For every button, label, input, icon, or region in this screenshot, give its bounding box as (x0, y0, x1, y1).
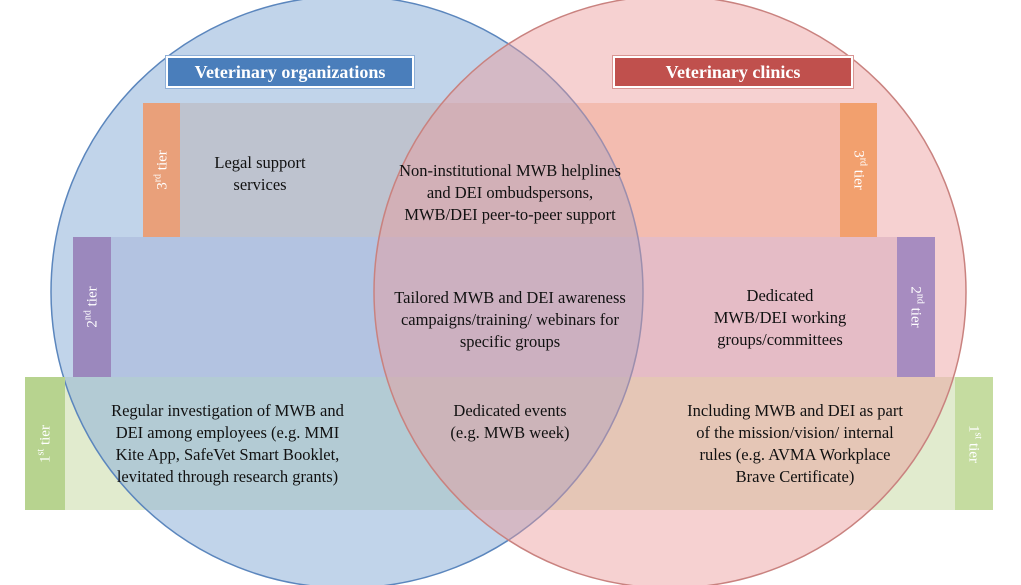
tier3-label-right: 3rd tier (850, 150, 868, 190)
tier1-tab-left (25, 377, 65, 510)
tier2-tab-right (897, 237, 935, 377)
tier1-organizations-text: Regular investigation of MWB and DEI amo… (111, 401, 344, 486)
tier1-label-right: 1st tier (965, 424, 984, 463)
tier1-tab-right (955, 377, 993, 510)
clinics-circle (373, 0, 967, 585)
tier2-clinics-text: Dedicated MWB/DEI working groups/committ… (713, 286, 847, 349)
tier1-shared-text: Dedicated events (e.g. MWB week) (450, 401, 570, 442)
tier3-organizations-text: Legal support services (214, 153, 306, 194)
tier3-tab-right (840, 103, 877, 237)
tier3-tab-left (143, 103, 180, 237)
tier1-clinics-text: Including MWB and DEI as part of the mis… (687, 401, 903, 486)
tier2-label-right: 2nd tier (907, 286, 926, 328)
tier2-tab-left (73, 237, 111, 377)
tier1-label-left: 1st tier (35, 424, 54, 463)
tier3-label-left: 3rd tier (152, 150, 170, 190)
organizations-title: Veterinary organizations (165, 55, 415, 89)
tier2-label-left: 2nd tier (82, 286, 101, 328)
tier2-shared-text: Tailored MWB and DEI awareness campaigns… (394, 288, 626, 351)
organizations-circle (50, 0, 644, 585)
tier3-shared-text: Non-institutional MWB helplines and DEI … (399, 161, 621, 224)
clinics-title: Veterinary clinics (612, 55, 854, 89)
